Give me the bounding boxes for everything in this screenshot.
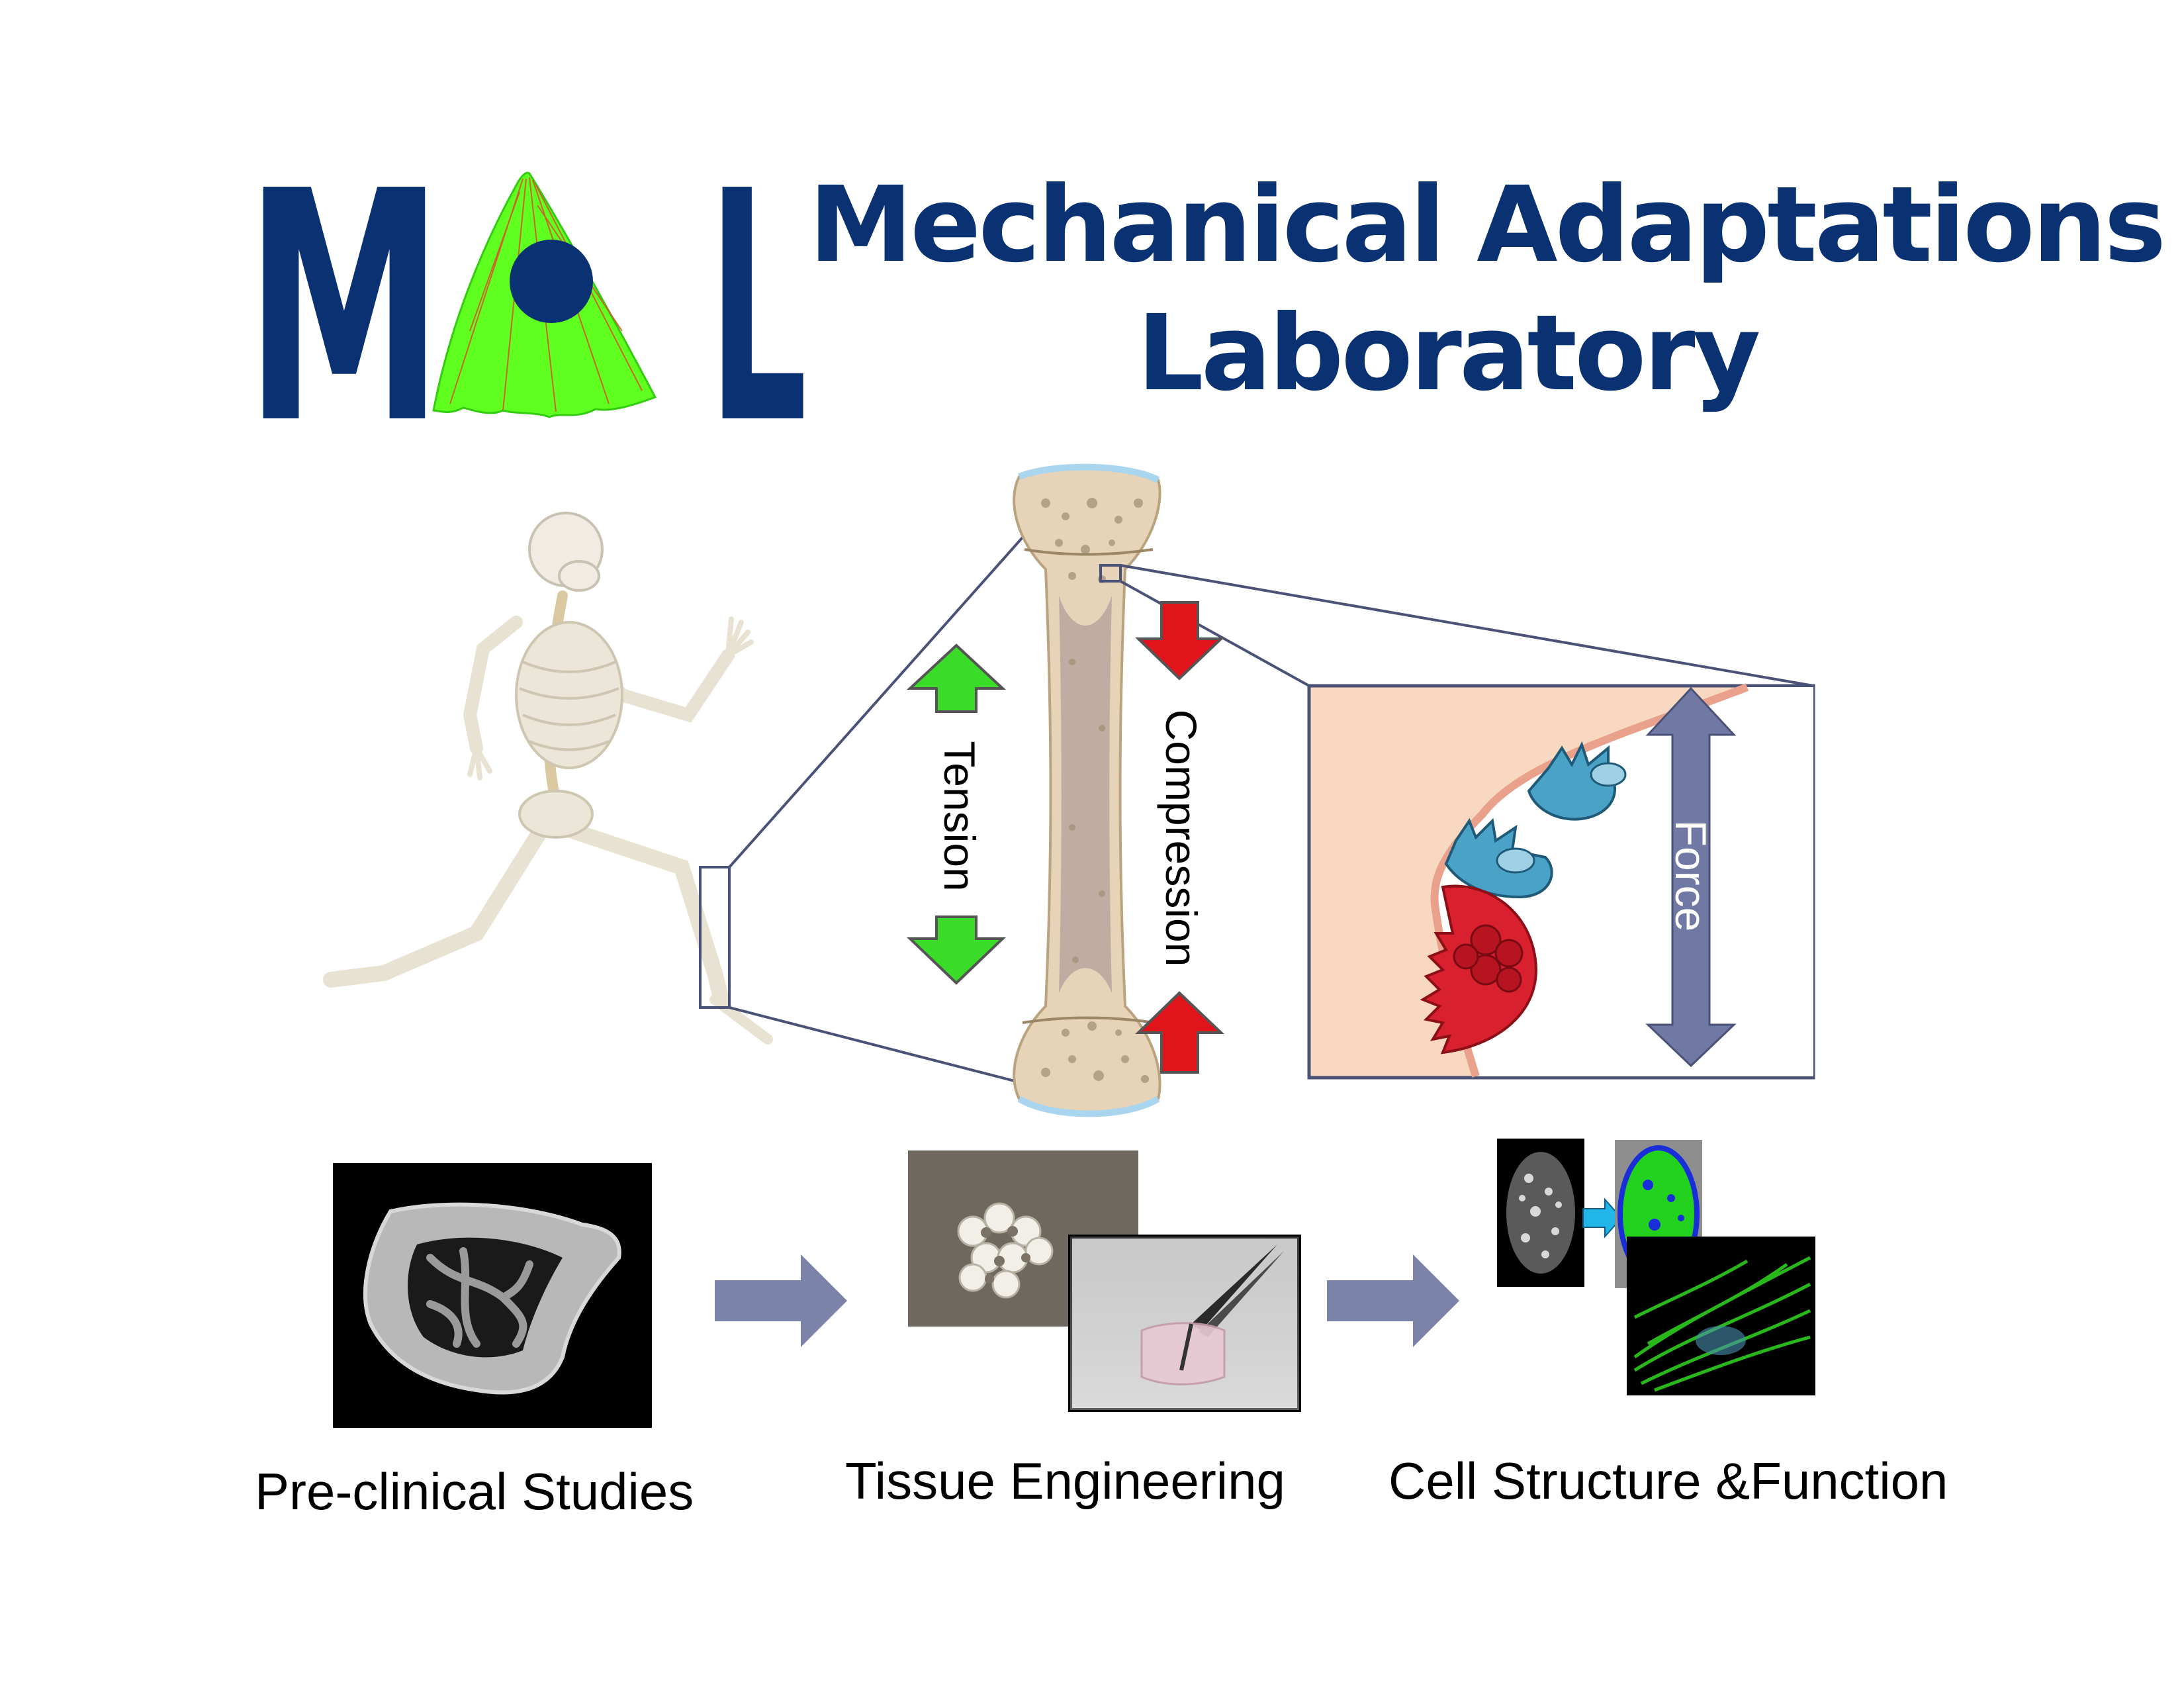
caption-cell-structure-function: Cell Structure &Function xyxy=(1388,1452,1948,1510)
nucleus-analysis-arrow xyxy=(1582,1197,1623,1239)
logo-letter-l: L xyxy=(708,165,807,424)
workflow-arrow-1 xyxy=(715,1254,847,1347)
tibia-zoom-box xyxy=(699,866,731,1009)
nucleus-grayscale-image xyxy=(1497,1139,1584,1287)
tension-arrow-up xyxy=(906,643,1007,713)
caption-tissue-engineering: Tissue Engineering xyxy=(845,1452,1285,1510)
running-skeleton-illustration xyxy=(323,512,773,1045)
title-line-2: Laboratory xyxy=(1137,293,1760,414)
cell-force-panel xyxy=(1307,683,1815,1080)
actin-stained-cell-image xyxy=(1627,1237,1815,1395)
osteocyte-cell-icon xyxy=(432,171,657,418)
compression-arrow-up xyxy=(1135,991,1224,1074)
tension-arrow-down xyxy=(907,915,1006,985)
logo-letter-m: M xyxy=(251,165,443,424)
micro-ct-bone-image xyxy=(333,1163,652,1428)
long-bone-cross-section xyxy=(1013,463,1161,1117)
bone-zoom-box xyxy=(1099,564,1122,583)
title-line-1: Mechanical Adaptations xyxy=(809,164,2166,286)
mal-logo: M L xyxy=(251,165,807,424)
compression-arrow-down xyxy=(1135,601,1224,680)
workflow-arrow-2 xyxy=(1327,1254,1459,1347)
hydrogel-tweezers-photo xyxy=(1068,1235,1301,1412)
caption-preclinical-studies: Pre-clinical Studies xyxy=(255,1462,694,1521)
osteoblast-cell-icon-2 xyxy=(1527,741,1616,821)
force-double-arrow xyxy=(1645,686,1737,1068)
